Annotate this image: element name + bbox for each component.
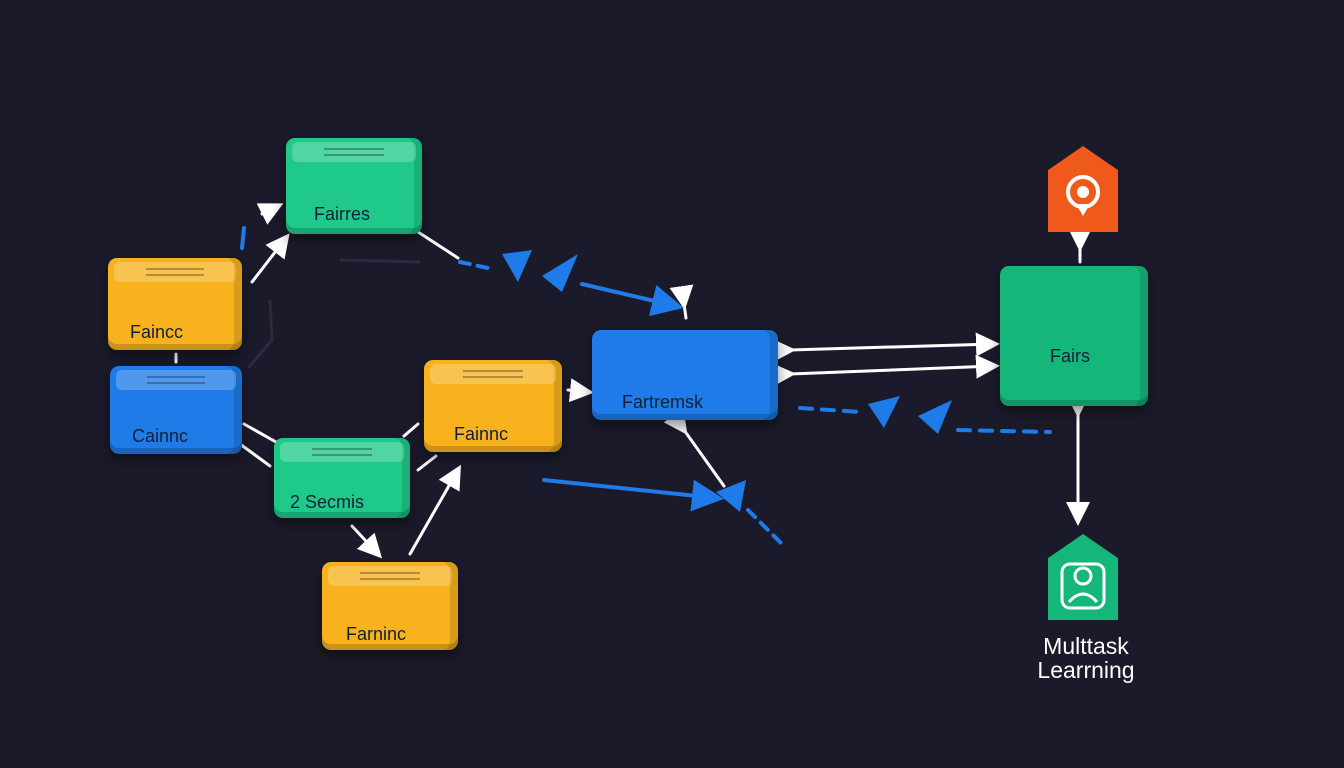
blue-dash-left xyxy=(240,226,246,250)
block-mid-green: 2 Secmis xyxy=(274,438,410,518)
block-label: Fairs xyxy=(1050,346,1090,366)
connector-midorange-centerblue xyxy=(566,378,594,403)
triangle-shape-4 xyxy=(918,400,952,434)
connector-centerblue-rightgreen-2 xyxy=(771,354,1000,387)
connector-centerblue-rightgreen-1 xyxy=(771,332,1000,363)
block-center-blue: Fartremsk xyxy=(592,330,778,420)
connector-up-centerblue xyxy=(669,284,694,320)
block-bottom-orange: Farninc xyxy=(322,562,458,650)
block-label: Faincc xyxy=(130,322,184,342)
block-lid xyxy=(280,442,404,462)
connector-bottomorange-midorange xyxy=(408,464,461,556)
block-left-blue: Cainnc xyxy=(110,366,242,454)
connector-leftorange-topgreen xyxy=(250,233,290,284)
triangle-shape-5 xyxy=(716,480,746,512)
block-top-green: Fairres xyxy=(286,138,422,234)
blue-arrow-bottom xyxy=(542,478,724,512)
block-mid-orange: Fainnc xyxy=(424,360,562,452)
blue-dash-bottom-end xyxy=(746,508,784,546)
faint-line-2 xyxy=(339,258,421,264)
block-lid xyxy=(114,262,236,282)
user-icon xyxy=(1060,562,1106,610)
block-label: Cainnc xyxy=(132,426,189,446)
caption-line-1: Multtask xyxy=(1043,633,1129,659)
connector-topgreen-arrow xyxy=(256,203,284,225)
connector-leftblue-midgreen-1 xyxy=(242,422,278,444)
block-label: Fairres xyxy=(314,204,371,224)
block-lid xyxy=(116,370,236,390)
block-label: 2 Secmis xyxy=(290,492,365,512)
block-label: Fainnc xyxy=(454,424,509,444)
connector-midgreen-bottomorange xyxy=(350,524,383,559)
block-lid xyxy=(328,566,452,586)
connector-midgreen-midorange-2 xyxy=(416,454,438,472)
connector-topgreen-right xyxy=(393,210,460,260)
triangle-shape-3 xyxy=(868,396,900,428)
connector-leftblue-midgreen-2 xyxy=(238,442,272,468)
caption: Multtask Learrning xyxy=(1008,634,1164,682)
block-lid xyxy=(430,364,556,384)
block-right-green: Fairs xyxy=(1000,266,1148,406)
blue-dash-path-top xyxy=(458,260,490,270)
triangle-shape-1 xyxy=(502,250,532,282)
connector-centerblue-down xyxy=(663,408,726,488)
block-label: Fartremsk xyxy=(622,392,703,412)
triangle-shape-2 xyxy=(542,254,578,292)
faint-line-1 xyxy=(246,299,274,369)
caption-line-2: Learrning xyxy=(1037,657,1135,683)
connector-midgreen-midorange-1 xyxy=(402,422,420,438)
blue-arrow-top xyxy=(580,282,684,317)
block-lid xyxy=(292,142,416,162)
block-label: Farninc xyxy=(346,624,407,644)
block-left-orange: Faincc xyxy=(108,258,242,350)
location-pin-icon xyxy=(1066,175,1100,216)
blue-dash-right xyxy=(798,406,1052,434)
